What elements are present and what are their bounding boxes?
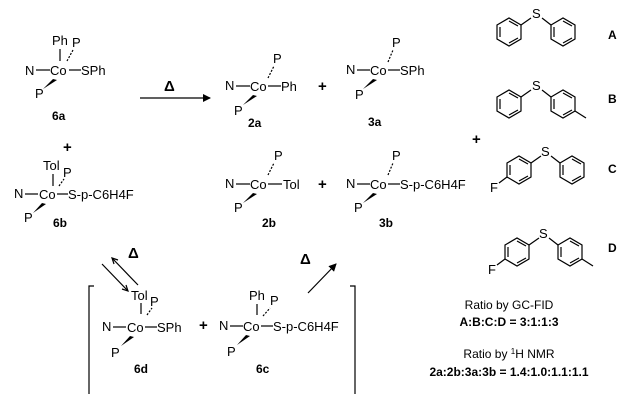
nmr-ratio-title: Ratio by 1H NMR (463, 347, 554, 362)
p-ligand: P (72, 35, 81, 50)
plus-sign: + (318, 78, 327, 95)
s-aryl-group: S-p-C6H4F (273, 319, 339, 334)
compound-6d: Tol P N Co SPh P 6d (102, 288, 182, 376)
n-ligand: N (219, 318, 228, 333)
p-ligand: P (150, 294, 159, 309)
p-ligand: P (63, 165, 72, 180)
sulfide-label-A: A (608, 28, 617, 42)
delta-symbol: Δ (164, 78, 175, 95)
heat-arrow-second: Δ (300, 251, 337, 294)
ph-group: Ph (281, 79, 297, 94)
ph-group: Ph (249, 288, 265, 303)
p-ligand: P (234, 103, 243, 118)
p-ligand: P (234, 200, 243, 215)
tol-group: Tol (283, 177, 300, 192)
compound-label-6c: 6c (256, 362, 270, 376)
gc-ratio-title: Ratio by GC-FID (465, 298, 554, 312)
p-ligand: P (227, 344, 236, 359)
heat-arrow-forward: Δ (140, 78, 211, 102)
tol-group: Tol (43, 158, 60, 173)
nmr-ratio-value: 2a:2b:3a:3b = 1.4:1.0:1.1:1.1 (429, 365, 588, 379)
plus-sign: + (63, 139, 72, 156)
p-ligand: P (273, 51, 282, 66)
p-ligand: P (24, 210, 33, 225)
cobalt-center: Co (370, 63, 387, 78)
plus-sign: + (472, 131, 481, 148)
sulfide-label-B: B (608, 92, 617, 106)
fluorine-atom: F (488, 262, 496, 277)
ratio-panel: Ratio by GC-FID A:B:C:D = 3:1:1:3 Ratio … (429, 298, 588, 379)
compound-3b: P N Co S-p-C6H4F P 3b (346, 148, 466, 230)
sulfur-atom: S (532, 6, 541, 21)
p-ligand: P (111, 345, 120, 360)
compound-2b: P N Co Tol P 2b (225, 148, 300, 230)
p-ligand: P (355, 87, 364, 102)
cobalt-center: Co (370, 177, 387, 192)
cobalt-center: Co (39, 187, 56, 202)
sulfide-C: F S C (490, 144, 617, 195)
cobalt-center: Co (250, 177, 267, 192)
n-ligand: N (346, 62, 355, 77)
n-ligand: N (225, 78, 234, 93)
plus-sign: + (199, 317, 208, 334)
compound-6a: Ph P N Co SPh P 6a (25, 33, 106, 123)
compound-label-2a: 2a (248, 116, 262, 130)
sulfide-D: F S D (488, 226, 617, 277)
plus-sign: + (318, 176, 327, 193)
compound-label-3b: 3b (379, 216, 393, 230)
delta-symbol: Δ (128, 245, 139, 262)
n-ligand: N (25, 63, 34, 78)
cobalt-center: Co (50, 63, 67, 78)
n-ligand: N (225, 176, 234, 191)
sulfide-A: S A (496, 6, 617, 47)
compound-label-6b: 6b (53, 216, 67, 230)
sph-group: SPh (81, 63, 106, 78)
fluorine-atom: F (490, 180, 498, 195)
compound-label-6a: 6a (52, 109, 66, 123)
p-ligand: P (354, 200, 363, 215)
s-aryl-group: S-p-C6H4F (68, 187, 134, 202)
tol-group: Tol (131, 288, 148, 303)
sulfide-label-D: D (608, 241, 617, 255)
sph-group: SPh (157, 320, 182, 335)
n-ligand: N (14, 186, 23, 201)
sulfide-B: S B (496, 78, 617, 119)
compound-label-3a: 3a (368, 115, 382, 129)
n-ligand: N (346, 176, 355, 191)
compound-2a: P N Co Ph P 2a (225, 51, 297, 130)
gc-ratio-value: A:B:C:D = 3:1:1:3 (459, 315, 558, 329)
p-ligand: P (35, 86, 44, 101)
p-ligand: P (392, 148, 401, 163)
s-aryl-group: S-p-C6H4F (400, 177, 466, 192)
cobalt-center: Co (127, 320, 144, 335)
p-ligand: P (274, 148, 283, 163)
p-ligand: P (392, 35, 401, 50)
sulfur-atom: S (532, 78, 541, 93)
compound-3a: P N Co SPh P 3a (346, 35, 425, 129)
compound-6c: Ph P N Co S-p-C6H4F P 6c (219, 288, 339, 376)
compound-label-2b: 2b (262, 216, 276, 230)
intermediate-bracket (88, 285, 356, 394)
compound-label-6d: 6d (134, 362, 148, 376)
sulfide-label-C: C (608, 162, 617, 176)
p-ligand: P (270, 293, 279, 308)
equilibrium-arrows: Δ (101, 245, 139, 292)
ph-group: Ph (52, 33, 68, 48)
compound-6b: Tol P N Co S-p-C6H4F P 6b (14, 158, 134, 230)
cobalt-center: Co (250, 79, 267, 94)
sulfur-atom: S (541, 144, 550, 159)
n-ligand: N (102, 319, 111, 334)
sulfur-atom: S (539, 226, 548, 241)
delta-symbol: Δ (300, 251, 311, 268)
cobalt-center: Co (243, 319, 260, 334)
sph-group: SPh (400, 63, 425, 78)
